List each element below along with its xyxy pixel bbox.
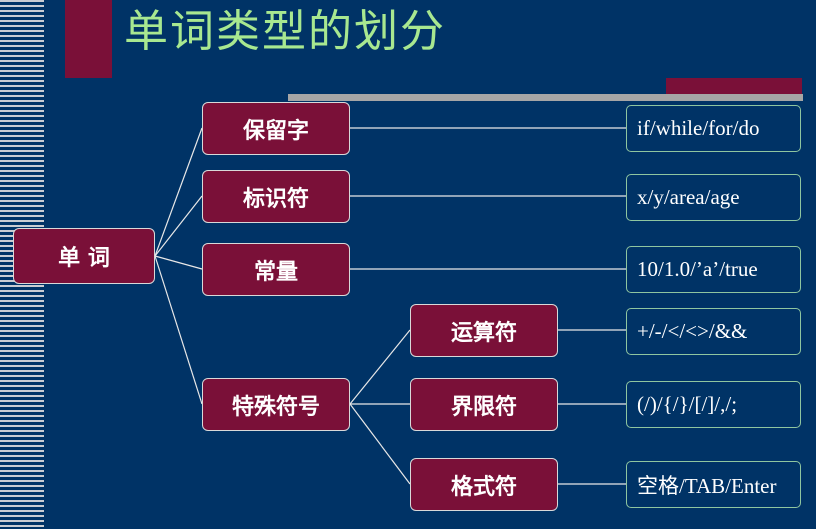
example-keywords: if/while/for/do — [626, 105, 801, 152]
node-operators: 运算符 — [410, 304, 558, 357]
node-format-chars: 格式符 — [410, 458, 558, 511]
connector-special-operators — [349, 329, 411, 405]
node-special-symbols: 特殊符号 — [202, 378, 350, 431]
node-constants: 常量 — [202, 243, 350, 296]
root-node-word: 单 词 — [13, 228, 155, 284]
example-delimiters: (/)/{/}/[/]/,/; — [626, 381, 801, 428]
connector-special-format — [349, 403, 411, 485]
example-identifiers: x/y/area/age — [626, 174, 801, 221]
page-title: 单词类型的划分 — [124, 6, 446, 57]
top-right-accent-block — [666, 78, 802, 98]
connector-root-constants — [154, 255, 203, 270]
example-format-chars: 空格/TAB/Enter — [626, 461, 801, 508]
connector-root-identifiers — [154, 195, 203, 257]
node-delimiters: 界限符 — [410, 378, 558, 431]
example-constants: 10/1.0/’a’/true — [626, 246, 801, 293]
title-rule — [288, 94, 803, 101]
node-identifiers: 标识符 — [202, 170, 350, 223]
connector-root-keywords — [154, 127, 203, 257]
node-keywords: 保留字 — [202, 102, 350, 155]
example-operators: +/-/</<>/&& — [626, 308, 801, 355]
title-accent-block — [65, 0, 112, 78]
connector-root-special — [154, 255, 203, 405]
